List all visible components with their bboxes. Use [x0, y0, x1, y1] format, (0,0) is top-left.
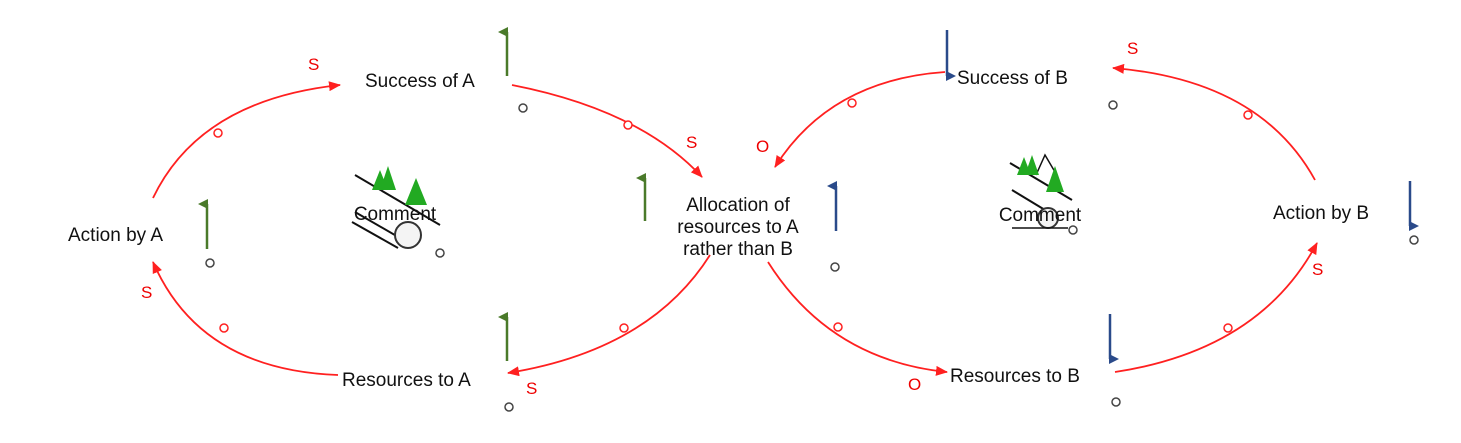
polarity-label: S [308, 55, 319, 74]
node-allocation-line: resources to A [677, 217, 799, 238]
node-resources-to-b[interactable]: Resources to B [950, 366, 1080, 387]
node-allocation[interactable]: Allocation of resources to A rather than… [677, 195, 799, 260]
link-allocation-to-resources-b[interactable] [767, 261, 948, 376]
link-success-b-to-allocation[interactable] [774, 71, 946, 168]
node-success-of-a[interactable]: Success of A [365, 71, 475, 92]
polarity-label: S [1312, 260, 1323, 279]
variable-handles [205, 100, 1419, 412]
link-action-a-to-success-a[interactable] [152, 81, 341, 199]
comment-icon[interactable]: Comment [999, 153, 1082, 229]
link-allocation-to-resources-a[interactable] [507, 254, 711, 377]
comment-label: Comment [354, 204, 437, 225]
polarity-label: S [1127, 39, 1138, 58]
link-handles [213, 98, 1253, 333]
link-resources-a-to-action-a[interactable] [152, 261, 339, 376]
link-action-b-to-success-b[interactable] [1112, 63, 1316, 181]
polarity-label: O [756, 137, 769, 156]
polarity-label: S [686, 133, 697, 152]
comment-label: Comment [999, 205, 1082, 226]
polarity-label: S [141, 283, 152, 302]
node-allocation-line: Allocation of [686, 195, 790, 216]
node-success-of-b[interactable]: Success of B [957, 68, 1068, 89]
node-allocation-line: rather than B [683, 239, 793, 260]
node-action-by-a[interactable]: Action by A [68, 225, 163, 246]
node-action-by-b[interactable]: Action by B [1273, 203, 1369, 224]
comment-icon[interactable]: Comment [351, 166, 441, 249]
link-resources-b-to-action-b[interactable] [1114, 242, 1318, 373]
polarity-label: O [908, 375, 921, 394]
node-resources-to-a[interactable]: Resources to A [342, 370, 471, 391]
link-success-a-to-allocation[interactable] [511, 84, 703, 178]
polarity-label: S [526, 379, 537, 398]
